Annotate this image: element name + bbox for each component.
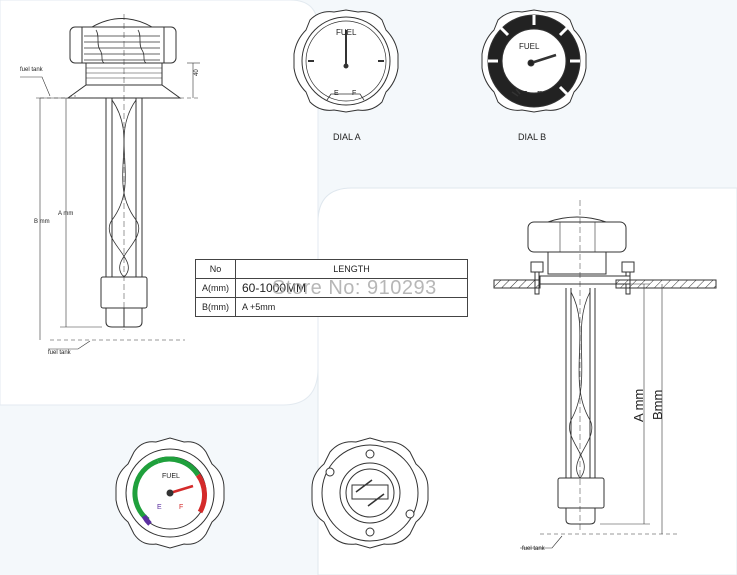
fuel-tank-label-bottom-left: fuel tank: [48, 350, 71, 356]
dial-b-e-text: E: [522, 90, 528, 99]
color-gauge-fuel-text: FUEL: [162, 473, 180, 480]
dial-b-fuel-text: FUEL: [519, 42, 540, 51]
dial-a-f-text: F: [352, 90, 357, 97]
dim-b-right-label: Bmm: [650, 389, 665, 420]
color-gauge-e-text: E: [157, 504, 162, 511]
table-header-length: LENGTH: [235, 259, 468, 279]
dial-b-caption: DIAL B: [518, 132, 547, 142]
table-cell-no: B(mm): [195, 297, 236, 317]
color-gauge: [115, 437, 225, 549]
store-watermark: Store No: 910293: [272, 277, 437, 299]
dial-a: [293, 9, 399, 113]
dial-a-fuel-text: FUEL: [336, 28, 357, 37]
table-cell-length: 60-1000MM: [235, 278, 468, 298]
fuel-tank-label-bottom-right: fuel tank: [522, 546, 545, 552]
length-spec-table: No LENGTH A(mm) 60-1000MM B(mm) A +5mm: [195, 259, 468, 317]
mount-top-view: [311, 437, 429, 549]
right-sensor: [493, 200, 717, 549]
dial-b-f-text: F: [537, 90, 542, 99]
table-row: B(mm) A +5mm: [195, 297, 468, 317]
color-gauge-f-text: F: [179, 504, 184, 511]
table-header-row: No LENGTH: [195, 259, 468, 279]
dim-a-right-label: A mm: [631, 388, 646, 422]
dial-b: [481, 9, 587, 113]
dim-a-left-label: A mm: [58, 211, 74, 217]
fuel-tank-label-top: fuel tank: [20, 67, 43, 73]
table-cell-length: A +5mm: [235, 297, 468, 317]
table-header-no: No: [195, 259, 236, 279]
dial-a-caption: DIAL A: [333, 132, 361, 142]
table-cell-no: A(mm): [195, 278, 236, 298]
dial-a-e-text: E: [334, 90, 339, 97]
dim-b-left-label: B mm: [34, 219, 50, 225]
left-sensor: [20, 14, 200, 350]
dim-40-label: 40: [194, 69, 200, 76]
table-row: A(mm) 60-1000MM: [195, 278, 468, 298]
